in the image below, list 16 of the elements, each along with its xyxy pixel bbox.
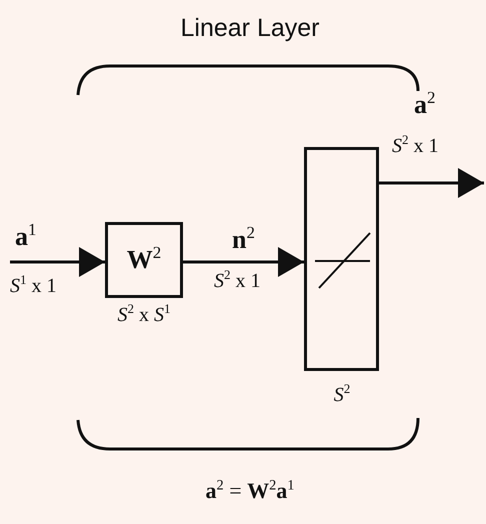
arrow bbox=[183, 249, 304, 275]
dimension-label: S$^{2}$ bbox=[334, 384, 350, 407]
equation: a$^{2}$ = W$^{2}$a$^{1}$ bbox=[206, 478, 294, 504]
dimension-label: S$^{2}$ x S$^{1}$ bbox=[118, 304, 170, 327]
dimension-label: S$^{2}$ x 1 bbox=[392, 135, 438, 158]
signal-label: n$^{2}$ bbox=[232, 225, 255, 255]
arrow bbox=[379, 170, 484, 196]
title: Linear Layer bbox=[180, 14, 320, 43]
transfer-function-box bbox=[304, 147, 379, 371]
signal-label: a$^{2}$ bbox=[414, 90, 436, 120]
dimension-label: S$^{2}$ x 1 bbox=[214, 270, 260, 293]
matrix-label: W$^{2}$ bbox=[126, 245, 162, 275]
arrow bbox=[10, 249, 105, 275]
signal-label: a$^{1}$ bbox=[15, 222, 36, 252]
weight-box bbox=[105, 222, 183, 298]
dimension-label: S$^{1}$ x 1 bbox=[10, 275, 56, 298]
